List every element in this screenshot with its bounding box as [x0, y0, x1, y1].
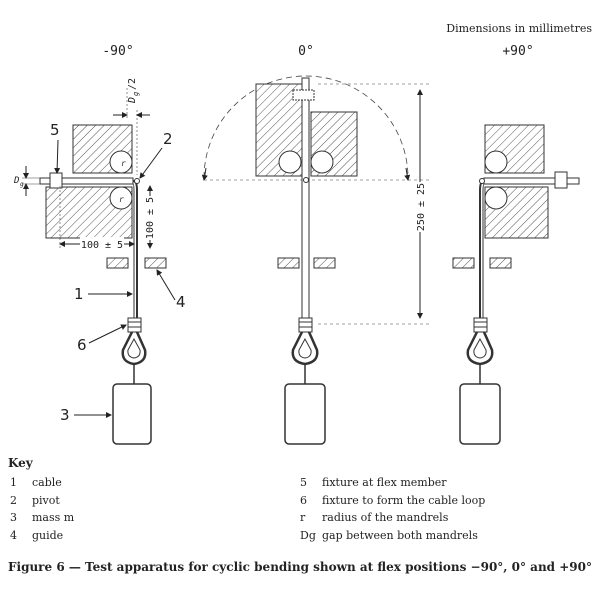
mandrel — [310, 150, 334, 174]
key-title: Key — [8, 456, 33, 470]
gap-dg-sub: g — [20, 181, 24, 188]
loop-fixture — [127, 317, 142, 333]
position-label-0: 0° — [298, 44, 314, 59]
fixture-clamp — [554, 171, 568, 189]
loop-fixture — [473, 317, 488, 333]
fixture-clamp — [292, 89, 315, 101]
mandrel — [484, 150, 508, 174]
mandrel — [109, 186, 133, 210]
position-label-minus90: -90° — [102, 44, 133, 59]
assembly-0: 250 ± 25 — [201, 75, 430, 445]
pivot — [303, 177, 309, 183]
pivot — [134, 178, 140, 184]
gap-dg-label: D — [13, 176, 19, 186]
mandrel — [278, 150, 302, 174]
height-dimension: 250 ± 25 — [416, 183, 427, 231]
radius-label: r — [121, 159, 126, 168]
guide — [106, 257, 129, 269]
callout-4: 4 — [176, 293, 186, 311]
half-gap-dg: D — [127, 97, 138, 104]
guide — [144, 257, 167, 269]
guide — [452, 257, 475, 269]
swing-arc — [203, 75, 409, 179]
guide — [313, 257, 336, 269]
horizontal-dimension: 100 ± 5 — [81, 240, 123, 251]
half-gap-slash: / — [127, 84, 138, 90]
callout-2: 2 — [163, 130, 173, 148]
fixture-clamp — [49, 172, 63, 189]
mandrel — [484, 186, 508, 210]
mass — [459, 383, 501, 445]
guide — [489, 257, 512, 269]
half-gap-dg-sub: g — [132, 92, 140, 96]
position-label-plus90: +90° — [502, 44, 533, 59]
flex-member — [301, 77, 310, 319]
assembly-minus90: r r D g / 2 D — [13, 78, 186, 445]
pivot — [479, 178, 485, 184]
half-gap-2: 2 — [127, 78, 138, 84]
callout-5: 5 — [50, 121, 60, 139]
test-apparatus-diagram: -90° 0° +90° r r D g / — [13, 44, 580, 445]
vertical-dimension: 100 ± 5 — [145, 197, 156, 239]
callout-3: 3 — [60, 406, 70, 424]
callout-1: 1 — [74, 285, 84, 303]
mass — [112, 383, 152, 445]
mandrel — [109, 150, 133, 174]
radius-label: r — [119, 195, 124, 204]
units-note: Dimensions in millimetres — [446, 22, 592, 35]
mass — [284, 383, 326, 445]
loop-fixture — [298, 317, 313, 333]
guide — [277, 257, 300, 269]
assembly-plus90 — [452, 124, 580, 445]
callout-6: 6 — [77, 336, 87, 354]
figure-caption: Figure 6 — Test apparatus for cyclic ben… — [7, 560, 592, 574]
